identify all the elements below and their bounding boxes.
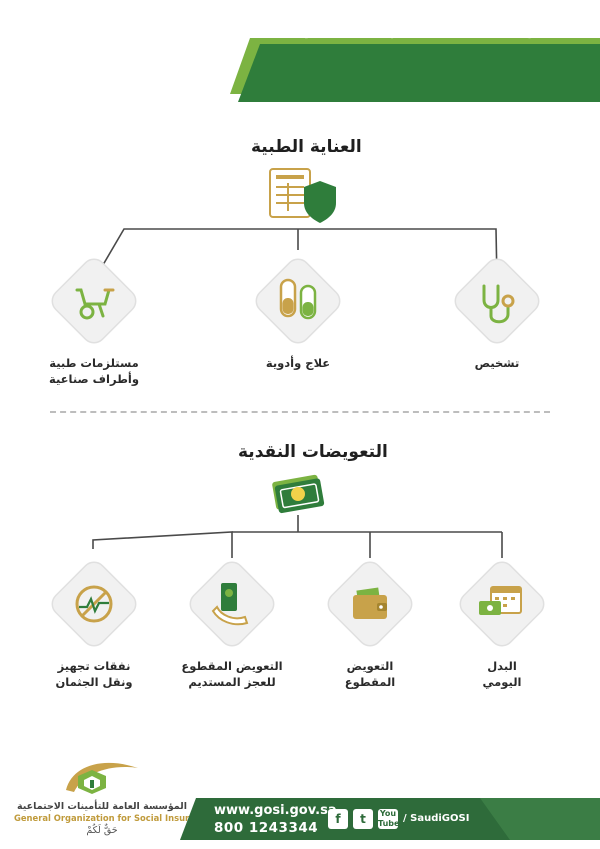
section-title-cash-compensation: التعويضات النقدية [238,442,388,462]
calendar-money-icon [479,586,522,615]
banknotes-icon [272,474,325,514]
medical-document-shield-icon [269,168,336,223]
header-ribbon [230,38,600,102]
hand-money-icon [211,583,249,626]
medical-supplies-node [51,258,137,344]
website-link[interactable]: www.gosi.gov.sa [214,803,337,818]
permanent-disability-node [189,561,275,647]
wheelchair-icon [75,288,115,320]
pills-icon [279,278,317,320]
gosi-logo [66,762,138,794]
phone-number: 800 1243344 [214,820,319,836]
section-divider [50,411,550,413]
twitter-icon[interactable]: t [353,809,373,829]
social-handle[interactable]: / SaudiGOSI [403,813,470,824]
facebook-icon[interactable]: f [328,809,348,829]
no-heartbeat-icon [75,585,113,623]
org-slogan: حَقٌّ لَكُمْ [86,825,118,836]
diagnosis-label: تشخيص [474,356,520,370]
wallet-icon [353,587,387,619]
funeral-expenses-node [51,561,137,647]
treatment-label: علاج وأدوية [265,356,331,370]
stethoscope-icon [482,284,515,324]
diagnosis-node [454,258,540,344]
org-name-arabic: المؤسسة العامة للتأمينات الاجتماعية [17,801,187,812]
section-title-medical-care: العناية الطبية [251,137,362,157]
org-name-english: General Organization for Social Insuranc… [14,813,212,823]
page-title: منافع الأخطار المهنية لغير السعوديين [190,14,578,38]
treatment-node [255,258,341,344]
lump-sum-node [327,561,413,647]
daily-allowance-node [459,561,545,647]
